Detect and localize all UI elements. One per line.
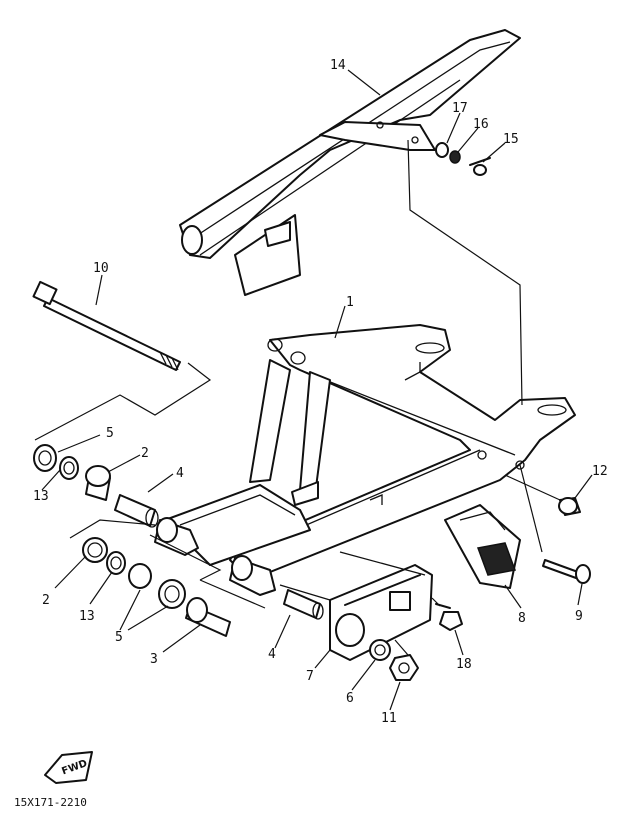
oil-seal-part-5-lower-a [128, 563, 152, 589]
swingarm-part-1 [164, 324, 576, 581]
pivot-shaft-part-10 [32, 280, 181, 371]
washer-part-16 [449, 150, 461, 164]
callout-4-upper: 4 [176, 466, 184, 481]
thrust-cover-part-13-lower [106, 551, 126, 575]
callout-16: 16 [473, 117, 489, 132]
nut-part-11 [389, 654, 419, 681]
callout-14: 14 [330, 58, 346, 73]
callout-2-upper: 2 [141, 446, 149, 461]
callout-9: 9 [575, 609, 583, 624]
callout-1: 1 [346, 295, 354, 310]
callout-leaders [41, 69, 593, 711]
callout-17: 17 [452, 101, 468, 116]
collar-part-4-lower [283, 589, 324, 620]
collar-part-17 [435, 142, 449, 158]
bushing-part-2-lower [82, 537, 108, 563]
bolt-part-18 [435, 603, 463, 631]
chain-puller-part-7 [329, 551, 433, 661]
callout-18: 18 [456, 657, 472, 672]
callout-4-lower: 4 [268, 647, 276, 662]
callout-5-lower: 5 [115, 630, 123, 645]
chain-case-part-14 [179, 29, 521, 296]
callout-15: 15 [503, 132, 519, 147]
callout-12: 12 [592, 464, 608, 479]
assembly-guide-lines [34, 139, 561, 656]
callout-2-lower: 2 [42, 593, 50, 608]
drawing-code: 15X171-2210 [14, 796, 87, 809]
chain-support-part-8 [444, 504, 521, 589]
callout-3-lower: 3 [150, 652, 158, 667]
callout-11: 11 [381, 711, 397, 726]
callout-6: 6 [346, 691, 354, 706]
pivot-boss-left [154, 517, 199, 556]
forward-direction-arrow-icon: FWD [44, 751, 93, 784]
callout-13-lower: 13 [79, 609, 95, 624]
callout-labels: 14 17 16 15 10 1 5 2 4 13 2 13 5 3 4 7 6… [33, 58, 608, 726]
bolt-part-9 [542, 559, 591, 584]
bushing-part-3-lower [185, 597, 231, 637]
cap-part-12 [558, 497, 581, 516]
callout-10: 10 [93, 261, 109, 276]
callout-13-upper: 13 [33, 489, 49, 504]
callout-8: 8 [518, 611, 526, 626]
washer-part-6 [369, 639, 391, 661]
pivot-boss-right [229, 555, 276, 596]
oil-seal-part-5-upper [33, 444, 57, 472]
callout-5-upper: 5 [106, 426, 114, 441]
collar-part-4-upper [114, 494, 159, 528]
bushing-part-2-upper [85, 465, 111, 501]
oil-seal-part-5-lower-b [158, 579, 186, 609]
thrust-cover-part-13-upper [59, 456, 79, 480]
bolt-part-15 [469, 157, 491, 176]
callout-7: 7 [306, 669, 314, 684]
